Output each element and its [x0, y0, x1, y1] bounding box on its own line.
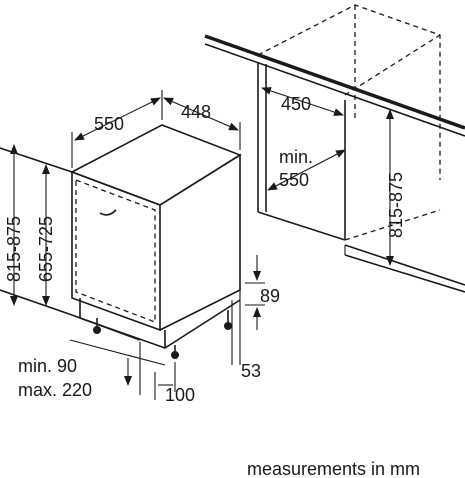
label-niche-depth-value: 550: [279, 170, 309, 190]
label-foot-min: min. 90: [18, 356, 77, 376]
label-total-height: 815-875: [4, 216, 24, 282]
appliance-body: [70, 124, 242, 359]
niche-cabinet: [204, 4, 465, 293]
label-door-height: 655-725: [36, 216, 56, 282]
caption-units: measurements in mm: [247, 459, 420, 478]
label-plinth-height: 89: [260, 286, 280, 306]
label-niche-height: 815-875: [386, 172, 406, 238]
dimension-lines: [10, 87, 394, 400]
label-depth: 550: [94, 114, 124, 134]
label-width: 448: [181, 102, 211, 122]
label-foot-max: max. 220: [18, 380, 92, 400]
label-niche-depth-min: min.: [279, 147, 313, 167]
label-niche-width: 450: [281, 94, 311, 114]
label-plinth-recess: 53: [241, 361, 261, 381]
floor-lines: [0, 147, 166, 366]
label-foot-offset: 100: [165, 385, 195, 405]
